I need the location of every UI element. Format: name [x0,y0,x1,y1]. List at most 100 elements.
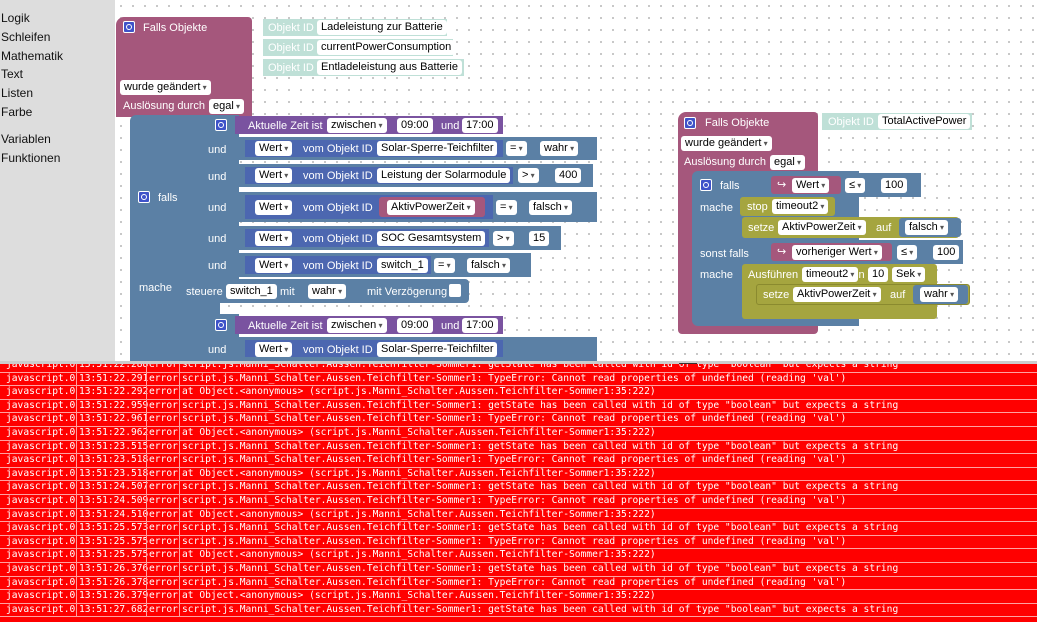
object-id-value-2[interactable]: currentPowerConsumption [317,40,456,55]
value-dropdown[interactable]: Wert [255,200,293,215]
operator-dropdown-3[interactable]: = [496,200,517,215]
log-level: error [149,481,178,493]
operator-dropdown-5[interactable]: = [434,258,455,273]
toolbox-category-variables[interactable]: Variablen [1,132,51,146]
value-dropdown[interactable]: Wert [255,342,293,357]
boolean-dropdown-3[interactable]: falsch [529,200,572,215]
toolbox-category-color[interactable]: Farbe [1,105,33,119]
toolbox-category-lists[interactable]: Listen [1,86,34,100]
time-to-input[interactable]: 17:00 [462,318,498,333]
toolbox-category-logic[interactable]: Logik [1,11,30,25]
gear-icon[interactable] [123,21,135,33]
value-dropdown[interactable]: Wert [255,168,293,183]
in-value[interactable]: 10 [868,267,889,282]
cond2-var[interactable]: vorheriger Wert [792,245,882,260]
toolbox-category-math[interactable]: Mathematik [1,49,64,63]
value-dropdown[interactable]: Wert [255,141,293,156]
blockly-workspace[interactable]: Falls Objekte Objekt ID Ladeleistung zur… [115,0,1037,363]
column-separator [179,413,180,427]
condition-object-6[interactable]: Solar-Sperre-Teichfilter [377,342,498,357]
cond1-var[interactable]: Wert [792,178,830,193]
toolbox-category-functions[interactable]: Funktionen [1,151,61,165]
changed-dropdown[interactable]: wurde geändert [681,136,772,151]
control-object[interactable]: switch_1 [226,284,277,299]
number-input-4[interactable]: 15 [529,231,550,246]
log-time: 13:51:22.292 [79,386,149,398]
operator-dropdown-1[interactable]: = [506,141,527,156]
log-level: error [149,563,178,574]
operator-dropdown-2[interactable]: > [518,168,539,183]
log-level: error [149,535,178,547]
set-value-dropdown[interactable]: wahr [920,287,959,302]
log-source: javascript.0 [6,495,76,506]
and-block[interactable] [199,115,239,280]
object-id-value-3[interactable]: Entladeleistung aus Batterie [317,60,462,75]
gear-icon[interactable] [700,179,712,191]
column-separator [179,427,180,440]
number-input-2[interactable]: 400 [555,168,582,183]
delay-checkbox[interactable] [449,284,461,297]
time-from-input[interactable]: 09:00 [397,118,433,133]
toolbox-category-loops[interactable]: Schleifen [1,30,51,44]
cond2-value[interactable]: 100 [933,245,960,260]
unit-dropdown[interactable]: Sek [892,267,926,282]
log-time: 13:51:23.515 [79,440,149,452]
and-label: und [208,202,227,214]
gear-icon[interactable] [684,117,696,129]
control-value-dropdown[interactable]: wahr [308,284,347,299]
boolean-dropdown-5[interactable]: falsch [467,258,510,273]
time-label: Aktuelle Zeit ist [248,320,323,332]
log-message: script.js.Manni_Schalter.Aussen.Teichfil… [182,522,899,534]
run-timeout-dropdown[interactable]: timeout2 [802,267,859,282]
object-id-value-1[interactable]: Ladeleistung zur Batterie [317,20,447,35]
column-separator [76,372,77,386]
trigger-dropdown[interactable]: egal [770,155,806,170]
trigger-dropdown[interactable]: egal [209,99,245,114]
condition-variable-3[interactable]: AktivPowerZeit [387,200,475,215]
time-from-input[interactable]: 09:00 [397,318,433,333]
changed-dropdown[interactable]: wurde geändert [120,80,211,95]
gear-icon[interactable] [215,319,227,331]
log-time: 13:51:22.959 [79,399,149,411]
time-op-dropdown[interactable]: zwischen [327,318,387,333]
log-source: javascript.0 [6,440,76,452]
operator-dropdown-4[interactable]: > [493,231,514,246]
set-value-dropdown[interactable]: falsch [905,220,948,235]
condition-object-1[interactable]: Solar-Sperre-Teichfilter [377,141,498,156]
condition-object-5[interactable]: switch_1 [377,258,428,273]
column-separator [76,508,77,522]
condition-object-4[interactable]: SOC Gesamtsystem [377,231,486,246]
control-label: steuere [186,286,223,298]
column-separator [76,590,77,604]
and-label: und [208,260,227,272]
log-level: error [149,399,178,411]
set-variable-dropdown[interactable]: AktivPowerZeit [778,220,866,235]
time-to-input[interactable]: 17:00 [462,118,498,133]
log-source: javascript.0 [6,576,76,588]
condition-object-2[interactable]: Leistung der Solarmodule [377,168,511,183]
timeout-dropdown[interactable]: timeout2 [772,199,829,214]
cond1-value[interactable]: 100 [881,178,908,193]
log-time: 13:51:27.682 [79,603,149,615]
delay-label: mit Verzögerung [367,286,448,298]
value-dropdown[interactable]: Wert [255,231,293,246]
column-separator [179,386,180,400]
cond1-op[interactable]: ≤ [845,178,866,193]
set-variable-dropdown[interactable]: AktivPowerZeit [793,287,881,302]
set-label: setze [763,289,790,301]
gear-icon[interactable] [215,119,227,131]
object-id-value[interactable]: TotalActivePower [878,114,971,129]
column-separator [76,399,77,413]
value-dropdown[interactable]: Wert [255,258,293,273]
column-separator [146,440,147,454]
column-separator [76,364,77,372]
and-label: und [208,144,227,156]
toolbox-category-text[interactable]: Text [1,67,24,81]
boolean-dropdown-1[interactable]: wahr [540,141,579,156]
time-op-dropdown[interactable]: zwischen [327,118,387,133]
cond2-op[interactable]: ≤ [897,245,918,260]
log-source: javascript.0 [6,399,76,411]
gear-icon[interactable] [138,191,150,203]
